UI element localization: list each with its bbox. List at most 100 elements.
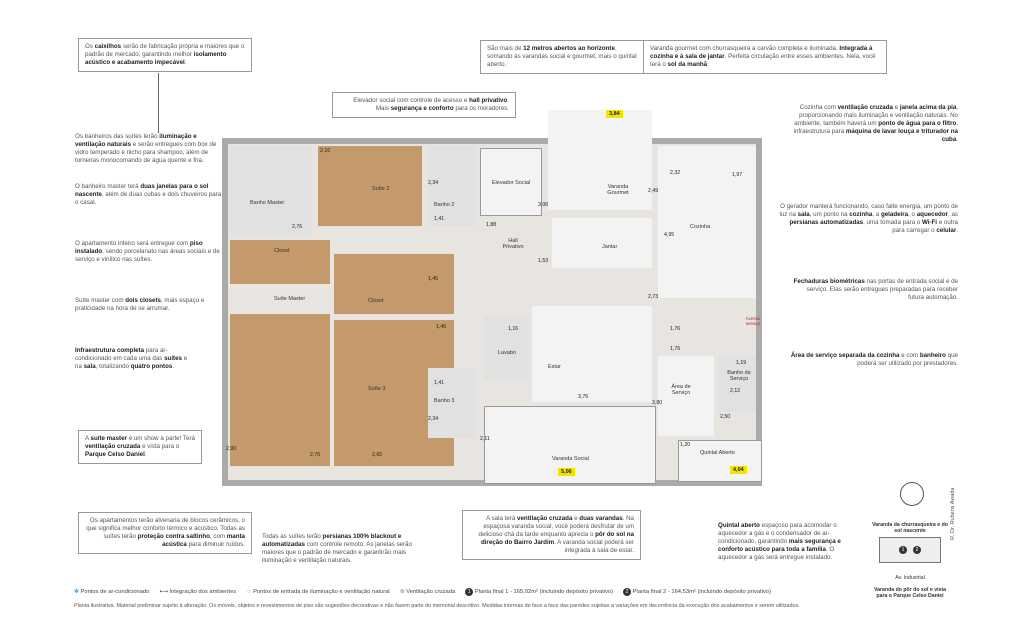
label-banho-servico: Banho de Serviço: [727, 370, 751, 382]
room-cozinha: [658, 146, 756, 298]
key-map: 1 2: [879, 537, 941, 563]
label-jantar: Jantar: [602, 244, 618, 250]
tag-gourmet: 3,84: [606, 110, 623, 118]
dim-232: 2,32: [670, 170, 681, 176]
dim-153: 1,53: [538, 258, 549, 264]
label-banho-master: Banho Master: [250, 200, 285, 206]
label-banho3: Banho 3: [434, 398, 455, 404]
note-cozinha: Cozinha com ventilação cruzada e janela …: [793, 104, 958, 143]
note-show: A suíte master é um show à parte! Terá v…: [78, 430, 202, 464]
dim-146: 1,46: [436, 324, 447, 330]
disclaimer: Planta ilustrativa. Material preliminar …: [74, 603, 800, 609]
label-suite-master: Suíte Master: [274, 296, 306, 302]
label-closet1: Closet: [274, 248, 290, 254]
legend-vent: ≋ Ventilação cruzada: [399, 589, 456, 595]
legend-p2: 2 Planta final 2 - 164,53m² (incluindo d…: [623, 588, 771, 596]
note-fechaduras: Fechaduras biométricas nas portas de ent…: [793, 278, 958, 301]
dim-276b: 2,76: [310, 452, 321, 458]
label-lavabo: Lavabo: [498, 350, 517, 356]
label-area-servico: Área de Serviço: [671, 384, 691, 396]
dim-265: 2,65: [372, 452, 383, 458]
room-banho-servico: [718, 356, 756, 412]
dim-234b: 2,34: [428, 416, 439, 422]
floor-plan: Banho Master Suíte 2 Banho 2 Elevador So…: [222, 88, 762, 488]
label-hall: Hall Privativo: [502, 238, 524, 250]
label-estar: Estar: [548, 364, 561, 370]
dim-376: 3,76: [578, 394, 589, 400]
dim-216: 2,16: [320, 148, 331, 154]
airflow-icon: ≋: [399, 589, 405, 595]
note-persianas: Todas as suítes terão persianas 100% bla…: [262, 533, 412, 564]
room-elevador: [480, 148, 542, 216]
label-varanda-gourmet: Varanda Gourmet: [607, 184, 629, 196]
label-suite2: Suíte 2: [372, 186, 390, 192]
room-jantar: [552, 218, 652, 268]
dim-495: 4,95: [664, 232, 675, 238]
legend: ✻ Pontos de ar-condicionado ⟷ Integração…: [74, 588, 771, 596]
room-area-servico: [658, 356, 714, 436]
label-elevador: Elevador Social: [491, 180, 531, 186]
tag-quintal: 4,04: [730, 466, 747, 474]
dim-273: 2,73: [648, 294, 659, 300]
key-top-label: Varanda da churrasqueira e do sol nascen…: [872, 522, 948, 534]
sun-icon: ☼: [246, 589, 252, 595]
room-lavabo: [484, 316, 528, 380]
note-varanda-gourmet: Varanda gourmet com churrasqueira a carv…: [643, 40, 887, 74]
label-acesso: Acesso serviço: [745, 316, 761, 326]
key-street: Av. Industrial: [895, 575, 925, 581]
room-closet2: [334, 254, 454, 314]
dim-176a: 1,76: [670, 326, 681, 332]
dim-234a: 2,34: [428, 180, 439, 186]
number-1-badge: 1: [465, 588, 474, 596]
key-bottom-label: Varanda do pôr do sol e vista para o Par…: [873, 587, 947, 599]
dim-212: 2,12: [730, 388, 741, 394]
room-closet1: [230, 240, 330, 284]
snowflake-icon: ✻: [74, 589, 79, 595]
dim-116: 1,16: [508, 326, 519, 332]
dim-249: 2,49: [648, 188, 659, 194]
note-metros: São mais de 12 metros abertos ao horizon…: [480, 40, 644, 74]
dim-197: 1,97: [732, 172, 743, 178]
dim-211: 2,11: [480, 436, 490, 442]
dim-141b: 1,41: [434, 380, 445, 386]
legend-entrada: ☼ Pontos de entrada de iluminação e vent…: [246, 589, 390, 595]
dim-250: 2,50: [720, 414, 731, 420]
room-banho-master: [230, 146, 312, 236]
note-ar: Infraestrutura completa para ar-condicio…: [75, 347, 188, 370]
note-area-servico: Área de serviço separada da cozinha e co…: [790, 352, 958, 367]
room-banho2: [428, 146, 476, 226]
note-banheiros: Os banheiros das suítes terão iluminação…: [75, 133, 217, 164]
dim-276a: 2,76: [292, 224, 303, 230]
note-suite-master: Suíte master com dois closets, mais espa…: [75, 297, 205, 312]
dim-290: 2,90: [226, 446, 237, 452]
key-number-2: 2: [913, 546, 921, 554]
note-quintal: Quintal aberto espaçoso para acomodar o …: [718, 522, 841, 561]
note-caixilhos: Os caixilhos serão de fabricação própria…: [78, 38, 252, 72]
label-cozinha: Cozinha: [690, 224, 711, 230]
note-elevador: Elevador social com controle de acesso e…: [332, 92, 516, 118]
label-banho2: Banho 2: [434, 202, 455, 208]
legend-ac: ✻ Pontos de ar-condicionado: [74, 589, 150, 595]
dim-176b: 1,76: [670, 346, 681, 352]
legend-integ: ⟷ Integração dos ambientes: [159, 589, 237, 595]
dim-380: 3,80: [652, 400, 663, 406]
note-piso: O apartamento inteiro será entregue com …: [75, 240, 220, 263]
orientation-key: Varanda da churrasqueira e do sol nascen…: [870, 482, 950, 599]
key-number-1: 1: [899, 546, 907, 554]
label-closet2: Closet: [368, 298, 384, 304]
dim-145: 1,45: [428, 276, 439, 282]
number-2-badge: 2: [623, 588, 632, 596]
room-estar: [532, 306, 652, 402]
label-suite3: Suíte 3: [368, 386, 386, 392]
leader-caixilhos: [158, 73, 159, 133]
label-quintal: Quintal Aberto: [700, 450, 735, 456]
room-suite2: [318, 146, 422, 226]
dim-306: 3,06: [538, 202, 549, 208]
dim-119: 1,19: [736, 360, 747, 366]
label-varanda-social: Varanda Social: [552, 456, 589, 462]
street-label-vertical: R. Dr. Rubens Awada: [950, 487, 956, 540]
room-quintal: [678, 440, 762, 482]
dim-141a: 1,41: [434, 216, 445, 222]
double-arrow-icon: ⟷: [159, 589, 168, 595]
compass-icon: [900, 482, 924, 506]
